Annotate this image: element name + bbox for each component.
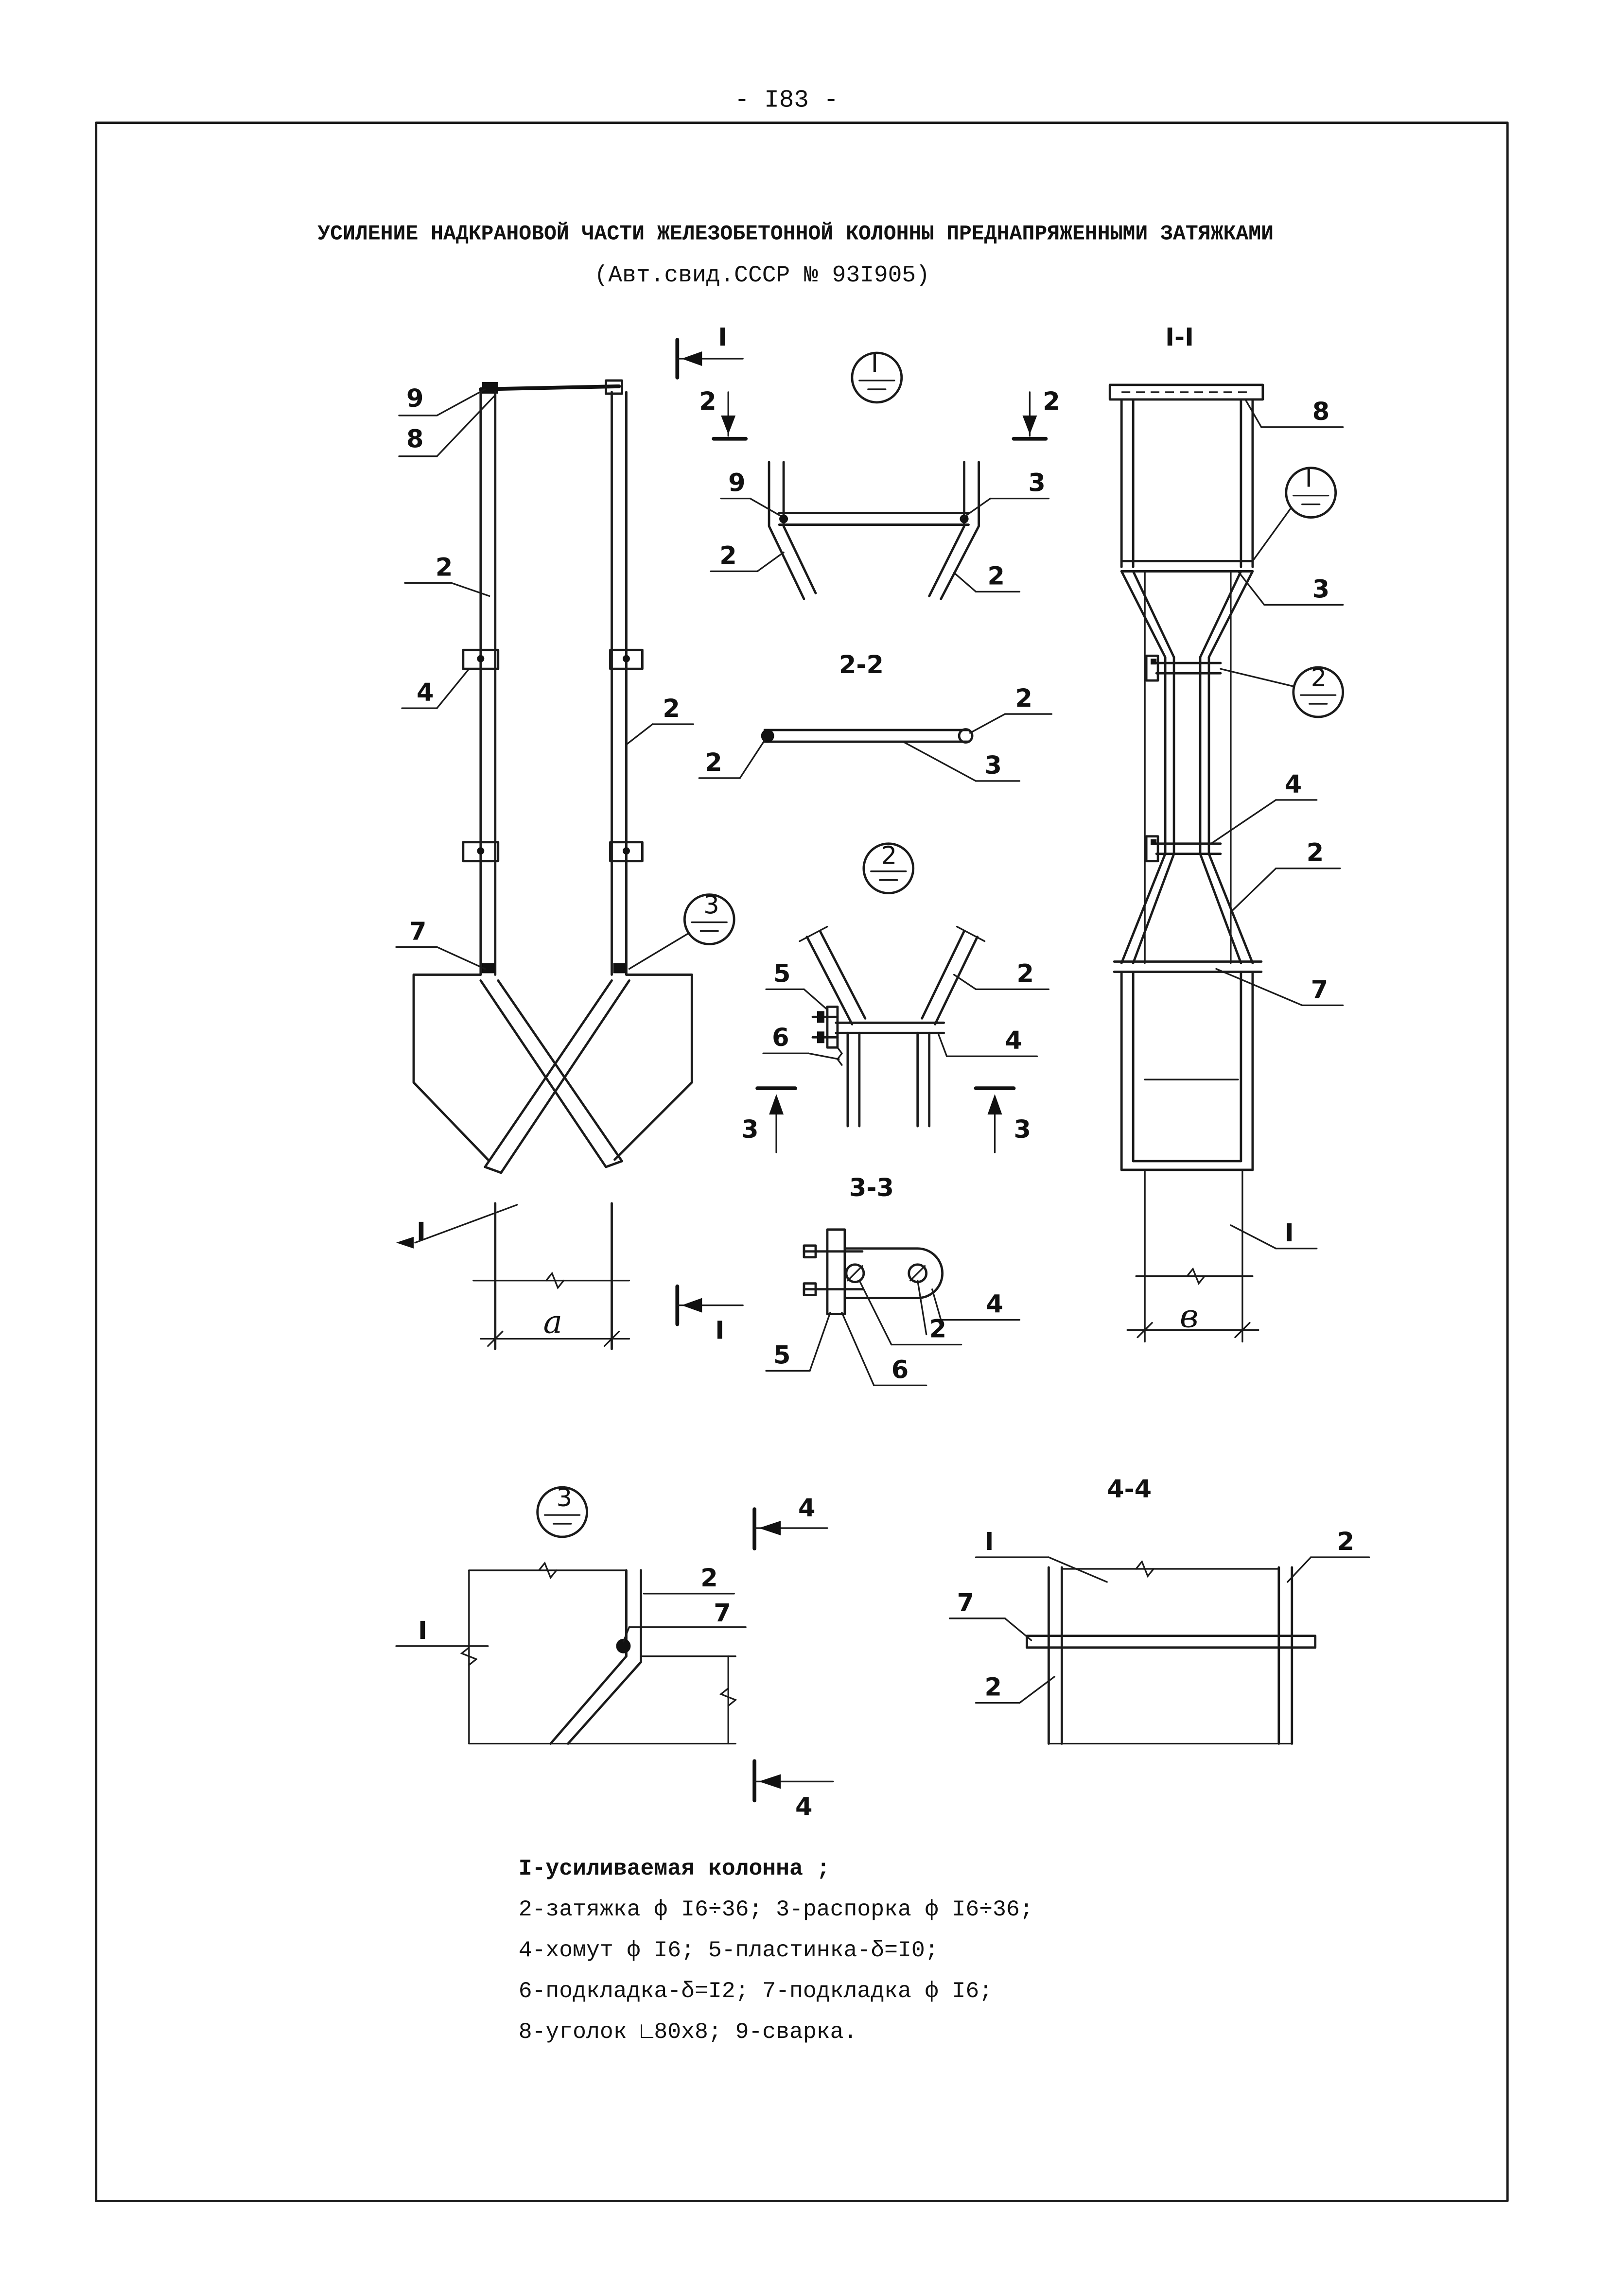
detail-mark-1: I [1252, 465, 1337, 562]
callout-2: 2 [663, 695, 680, 723]
callout-4: 4 [417, 678, 434, 707]
callout-2: 2 [1016, 959, 1033, 988]
detail-mark-3: 3 [628, 891, 735, 970]
view-title-3-3: 3-3 [849, 1174, 894, 1202]
legend-line: 6-подкладка-δ=I2; 7-подкладка ф I6; [519, 1978, 993, 2004]
section-mark-I-top: I [718, 323, 727, 352]
callout-5: 5 [773, 959, 790, 988]
view-title-2-2: 2-2 [839, 651, 884, 679]
drawing-frame [95, 122, 1509, 2202]
callout-2: 2 [705, 748, 722, 777]
legend-line: 8-уголок ∟80x8; 9-сварка. [519, 2019, 857, 2045]
view-title-I-I: I-I [1165, 323, 1194, 352]
callout-column-I: I [985, 1528, 994, 1556]
callout-4: 4 [986, 1290, 1003, 1319]
section-4-4: 4-4 I 2 7 2 [948, 1475, 1370, 1745]
callout-4: 4 [1005, 1026, 1022, 1055]
callout-9: 9 [406, 384, 423, 413]
section-mark-4-bottom: 4 [795, 1792, 812, 1821]
section-mark-2-right: 2 [1043, 387, 1060, 416]
callout-column-I: I [1285, 1219, 1294, 1248]
callout-2: 2 [1307, 839, 1324, 868]
callout-8: 8 [406, 425, 423, 454]
column-elevation: a I 9 8 2 4 2 7 3 [395, 379, 735, 1350]
detail-3: 3 4 4 I 2 7 [395, 1484, 834, 1821]
clamp [462, 648, 500, 670]
detail-1: I 2 2 9 3 2 2 [699, 349, 1060, 600]
section-mark-2-left: 2 [699, 387, 716, 416]
callout-3: 3 [985, 751, 1002, 780]
svg-text:I: I [871, 349, 878, 378]
dimension-b: в [1180, 1298, 1198, 1335]
section-3-3: 3-3 4 2 5 6 [765, 1174, 1021, 1387]
svg-text:2: 2 [881, 842, 897, 870]
svg-text:3: 3 [557, 1484, 572, 1513]
callout-2: 2 [1015, 684, 1032, 713]
drawing-subtitle: (Авт.свид.СССР № 93I905) [594, 262, 930, 289]
callout-7: 7 [1311, 975, 1328, 1004]
callout-3: 3 [1312, 575, 1329, 604]
legend-line: 4-хомут ф I6; 5-пластинка-δ=I0; [519, 1937, 939, 1963]
dimension-a: a [543, 1304, 562, 1341]
callout-6: 6 [772, 1024, 789, 1052]
callout-2: 2 [719, 541, 736, 570]
callout-2: 2 [700, 1564, 717, 1593]
detail-mark-2: 2 [1220, 664, 1345, 718]
section-mark-3-right: 3 [1014, 1115, 1031, 1144]
drawing-title: УСИЛЕНИЕ НАДКРАНОВОЙ ЧАСТИ ЖЕЛЕЗОБЕТОННО… [317, 222, 1274, 245]
clamp [609, 648, 644, 670]
legend-line: I-усиливаемая колонна ; [519, 1856, 830, 1881]
section-cut-I: I I [675, 323, 744, 1345]
callout-3: 3 [1028, 469, 1045, 498]
section-mark-4-top: 4 [798, 1494, 815, 1523]
section-2-2: 2-2 2 2 3 [698, 651, 1053, 782]
svg-text:3: 3 [703, 891, 719, 920]
callout-9: 9 [728, 469, 745, 498]
callout-5: 5 [773, 1341, 790, 1370]
detail-2: 2 5 6 2 4 [741, 842, 1050, 1153]
callout-2: 2 [985, 1673, 1002, 1702]
detail-mark-2: 2 [862, 842, 915, 895]
svg-text:2: 2 [1311, 664, 1327, 693]
callout-column-I: I [417, 1218, 426, 1246]
callout-7: 7 [409, 918, 426, 946]
callout-6: 6 [891, 1356, 909, 1384]
callout-2: 2 [1337, 1528, 1354, 1556]
page-number: - I83 - [734, 87, 839, 115]
callout-8: 8 [1312, 398, 1329, 426]
svg-text:I: I [1305, 465, 1312, 493]
callout-7: 7 [714, 1599, 731, 1628]
clamp [609, 841, 644, 863]
callout-2: 2 [929, 1315, 946, 1344]
section-mark-3-left: 3 [741, 1115, 758, 1144]
callout-7: 7 [957, 1589, 974, 1618]
callout-2: 2 [988, 562, 1005, 591]
callout-2: 2 [436, 553, 453, 582]
detail-mark-3: 3 [536, 1484, 588, 1538]
callout-column-I: I [418, 1617, 427, 1645]
callout-4: 4 [1285, 770, 1302, 799]
section-mark-I-bottom: I [715, 1317, 724, 1345]
view-title-4-4: 4-4 [1107, 1475, 1152, 1504]
side-view-I-I: I-I [1108, 323, 1345, 1343]
clamp [462, 841, 500, 863]
detail-mark-1: I [851, 349, 903, 404]
legend-line: 2-затяжка ф I6÷36; 3-распорка ф I6÷36; [519, 1896, 1033, 1922]
legend: I-усиливаемая колонна ; 2-затяжка ф I6÷3… [519, 1856, 1033, 2045]
